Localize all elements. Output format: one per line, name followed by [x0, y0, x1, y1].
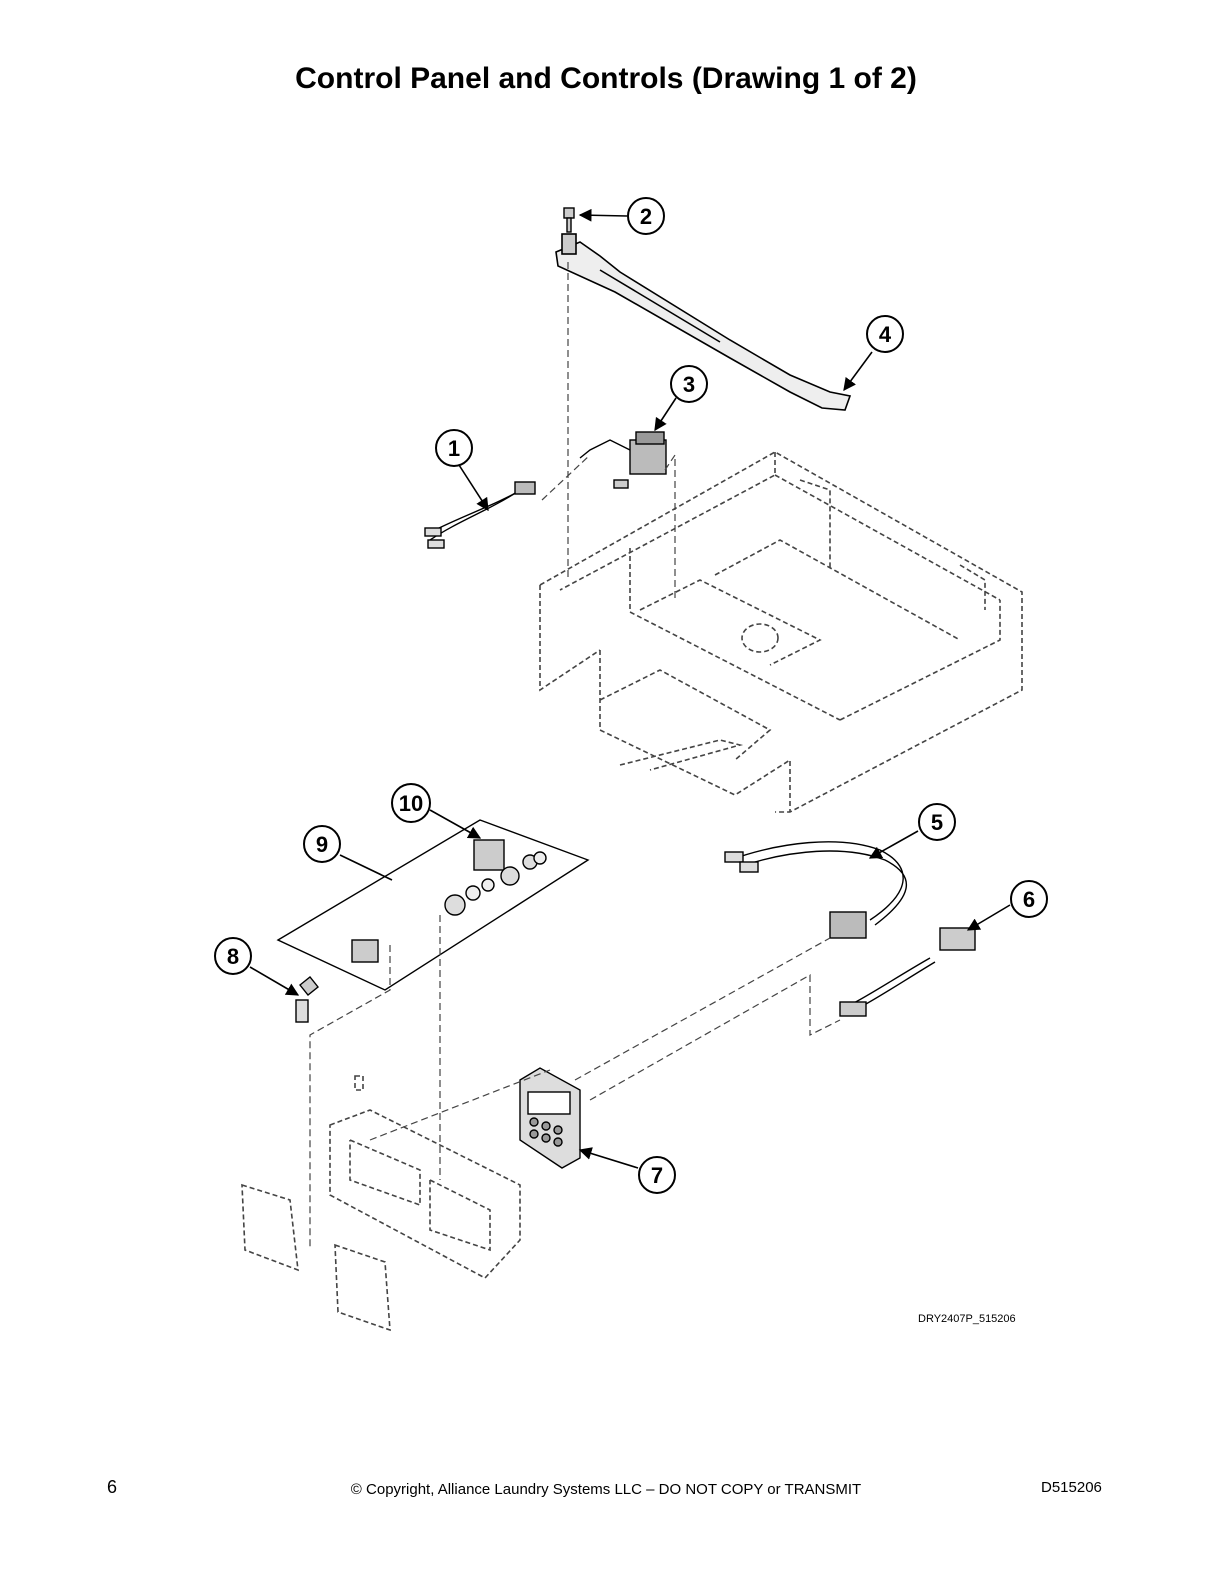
callout-8: 8: [214, 937, 252, 975]
drawing-id-label: DRY2407P_515206: [918, 1313, 1016, 1325]
lower-panel-frames: [241, 1075, 521, 1332]
callout-10: 10: [391, 783, 431, 823]
callout-1-number: 1: [448, 436, 460, 461]
screw-part: [563, 207, 575, 233]
page-number: 6: [107, 1477, 118, 1497]
callout-2: 2: [627, 197, 665, 235]
page-title: Control Panel and Controls (Drawing 1 of…: [295, 62, 917, 95]
callout-7: 7: [638, 1156, 676, 1194]
callout-10-number: 10: [399, 791, 423, 816]
document-id: D515206: [1041, 1479, 1102, 1496]
callout-4: 4: [866, 315, 904, 353]
transformer-part: [579, 431, 667, 489]
leader-4: [843, 351, 873, 392]
leader-10: [429, 809, 482, 839]
leader-6: [966, 904, 1011, 931]
control-panel-housing: [539, 451, 1023, 813]
leader-1: [458, 464, 489, 512]
callout-4-number: 4: [879, 322, 892, 347]
callout-2-number: 2: [640, 204, 652, 229]
leader-9: [339, 854, 393, 881]
callout-3: 3: [670, 365, 708, 403]
callout-8-number: 8: [227, 944, 239, 969]
lock-assembly: [276, 819, 590, 1023]
callout-5: 5: [918, 803, 956, 841]
callout-3-number: 3: [683, 372, 695, 397]
wire-harness-part: [424, 481, 536, 549]
callout-1: 1: [435, 429, 473, 467]
leader-5: [868, 830, 919, 859]
callout-9: 9: [303, 825, 341, 863]
mounting-bracket-part: [555, 233, 852, 411]
callout-leaders: [249, 208, 1011, 1169]
callout-9-number: 9: [316, 832, 328, 857]
leader-3: [654, 397, 677, 432]
copyright-notice: © Copyright, Alliance Laundry Systems LL…: [350, 1481, 862, 1498]
callout-5-number: 5: [931, 810, 943, 835]
callouts: 1 2 3 4 5 6 7 8: [214, 197, 1048, 1194]
assembly-guide-lines: [309, 262, 841, 1250]
leader-7: [578, 1147, 639, 1169]
control-module-part: [519, 1067, 581, 1169]
callout-6-number: 6: [1023, 887, 1035, 912]
cable-parts: [724, 841, 976, 1017]
callout-6: 6: [1010, 880, 1048, 918]
callout-7-number: 7: [651, 1163, 663, 1188]
leader-8: [249, 966, 300, 996]
leader-2: [578, 208, 628, 222]
